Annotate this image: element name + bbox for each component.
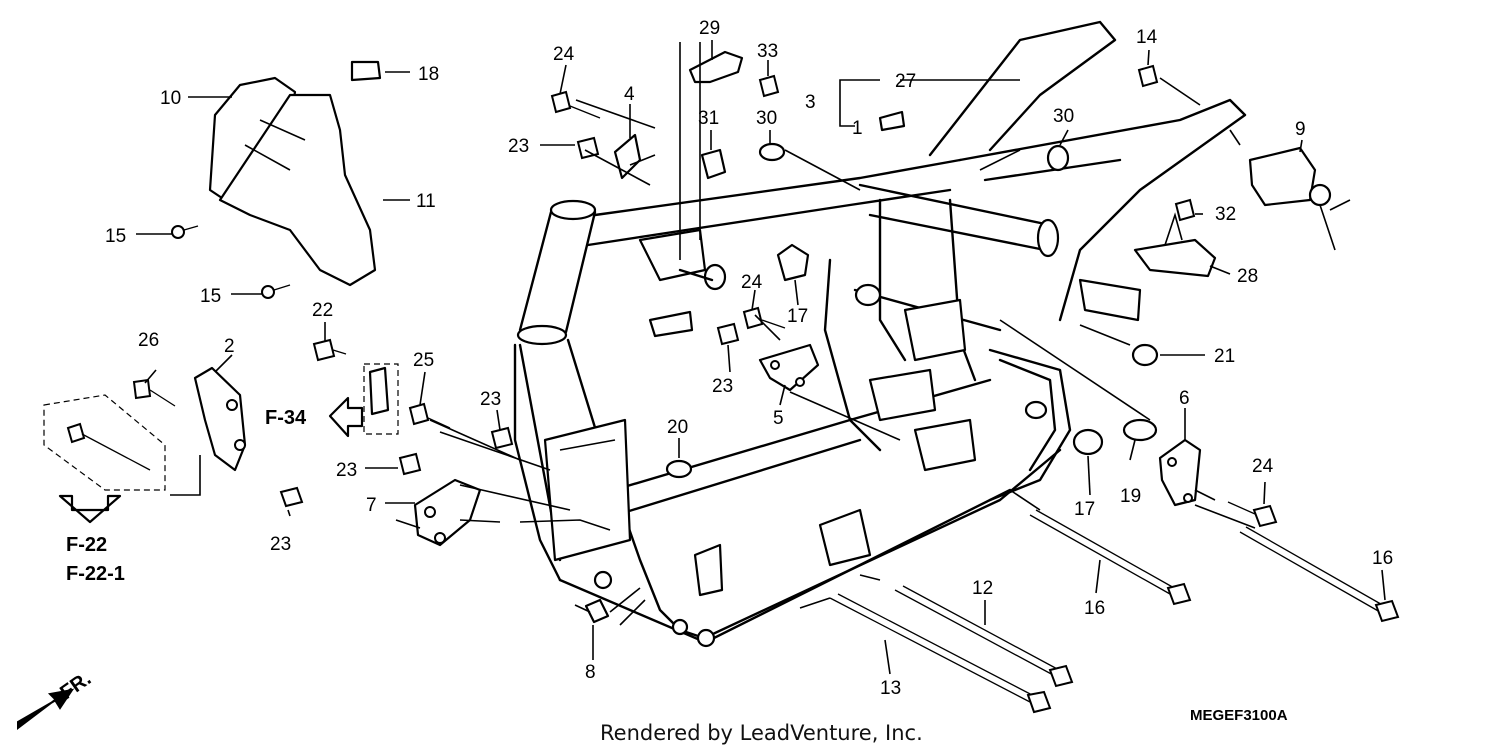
callout-19: 19: [1120, 486, 1141, 507]
reference-arrows: [17, 396, 364, 731]
callout-23-center: 23: [480, 389, 501, 410]
callout-29: 29: [699, 18, 720, 39]
callout-24-right: 24: [1252, 456, 1274, 477]
callout-14: 14: [1136, 27, 1158, 48]
ref-f22-1: F-22-1: [66, 563, 125, 585]
callout-30-left: 30: [756, 108, 777, 129]
render-credit: Rendered by LeadVenture, Inc.: [600, 721, 923, 745]
callout-24-middle: 24: [741, 272, 763, 293]
diagram-code: MEGEF3100A: [1190, 707, 1288, 724]
callout-9: 9: [1295, 119, 1306, 140]
callout-5: 5: [773, 408, 784, 429]
callout-12: 12: [972, 578, 993, 599]
dashed-boxes: [43, 363, 399, 491]
callout-32: 32: [1215, 204, 1236, 225]
callout-3: 3: [805, 92, 816, 113]
callout-24-top: 24: [553, 44, 575, 65]
callout-20: 20: [667, 417, 688, 438]
callout-23-frame: 23: [712, 376, 733, 397]
callout-22: 22: [312, 300, 333, 321]
callout-16-right: 16: [1372, 548, 1393, 569]
callout-10: 10: [160, 88, 181, 109]
callout-2: 2: [224, 336, 235, 357]
callout-30-right: 30: [1053, 106, 1074, 127]
callout-15-lower: 15: [200, 286, 221, 307]
callout-8: 8: [585, 662, 596, 683]
callout-31: 31: [698, 108, 719, 129]
side-cover-assembly: [208, 60, 382, 287]
callout-17-upper: 17: [787, 306, 808, 327]
leader-lines: [136, 40, 1386, 675]
callout-7: 7: [366, 495, 377, 516]
callout-11: 11: [416, 191, 436, 212]
callout-15-upper: 15: [105, 226, 126, 247]
callout-33: 33: [757, 41, 778, 62]
callout-27: 27: [895, 71, 916, 92]
callout-1: 1: [852, 118, 863, 139]
callout-17-lower: 17: [1074, 499, 1095, 520]
callout-23-left: 23: [270, 534, 291, 555]
callout-4: 4: [624, 84, 635, 105]
reference-labels: F-34 F-22 F-22-1 FR.: [56, 407, 307, 704]
callout-26: 26: [138, 330, 159, 351]
callout-25: 25: [413, 350, 434, 371]
callout-18: 18: [418, 64, 439, 85]
callout-23-middle: 23: [336, 460, 357, 481]
ref-f22: F-22: [66, 534, 107, 556]
callout-numbers: 1 2 3 4 5 6 7 8 9 10 11 12 13 14 15 15 1…: [105, 18, 1393, 699]
ref-f34: F-34: [265, 407, 307, 429]
callout-6: 6: [1179, 388, 1190, 409]
fasteners: [66, 50, 1400, 714]
callout-13: 13: [880, 678, 901, 699]
main-frame: [513, 20, 1247, 648]
callout-23-top: 23: [508, 136, 529, 157]
callout-21: 21: [1214, 346, 1235, 367]
callout-28: 28: [1237, 266, 1258, 287]
callout-16-middle: 16: [1084, 598, 1105, 619]
